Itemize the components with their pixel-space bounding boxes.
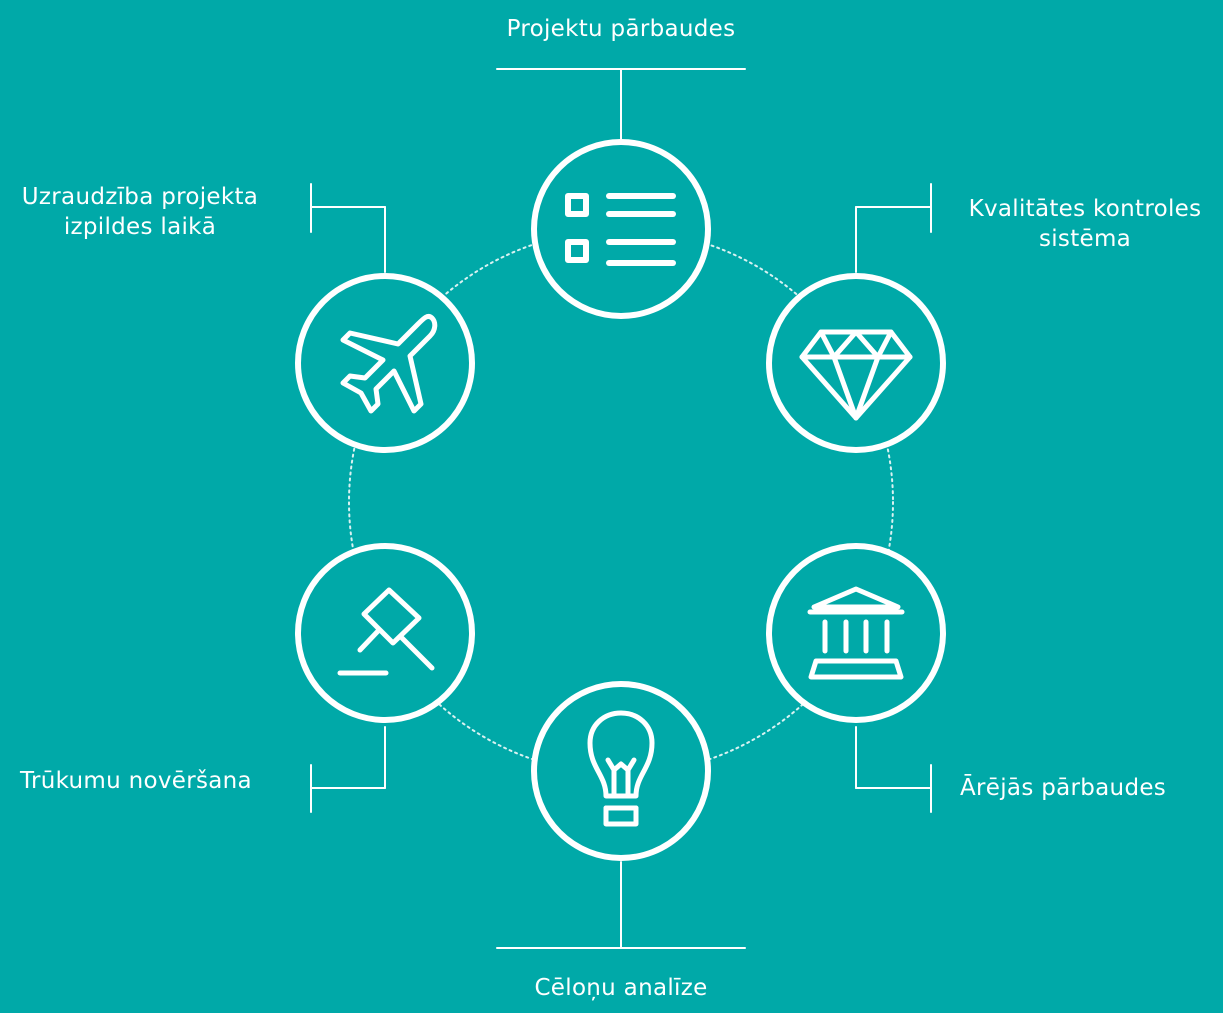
node-top-right (766, 273, 946, 453)
airplane-icon (340, 313, 438, 414)
connector-top (496, 68, 746, 141)
label-arejas-parbaudes: Ārējās pārbaudes (960, 775, 1167, 801)
node-bottom-left (295, 543, 475, 723)
label-celonu-analize: Cēloņu analīze (534, 975, 708, 1001)
connector-bottom (496, 861, 746, 949)
diamond-icon (799, 329, 913, 421)
label-projektu-parbaudes: Projektu pārbaudes (506, 16, 736, 42)
gavel-icon (337, 587, 435, 676)
node-bottom-right (766, 543, 946, 723)
lightbulb-icon (587, 710, 655, 827)
connector-bottom-left (310, 726, 386, 813)
bank-building-icon (807, 586, 905, 680)
checklist-icon (565, 193, 676, 266)
node-top-left (295, 273, 475, 453)
connector-top-left (310, 183, 386, 273)
node-top (531, 139, 711, 319)
label-kvalitates-kontroles-sistema: Kvalitātes kontroles sistēma (968, 196, 1202, 252)
connector-bottom-right (855, 726, 932, 813)
label-trukumu-noversana: Trūkumu novēršana (20, 768, 252, 794)
label-uzraudziba-projekta: Uzraudzība projekta izpildes laikā (21, 184, 259, 240)
connector-top-right (855, 183, 932, 273)
node-bottom (531, 681, 711, 861)
